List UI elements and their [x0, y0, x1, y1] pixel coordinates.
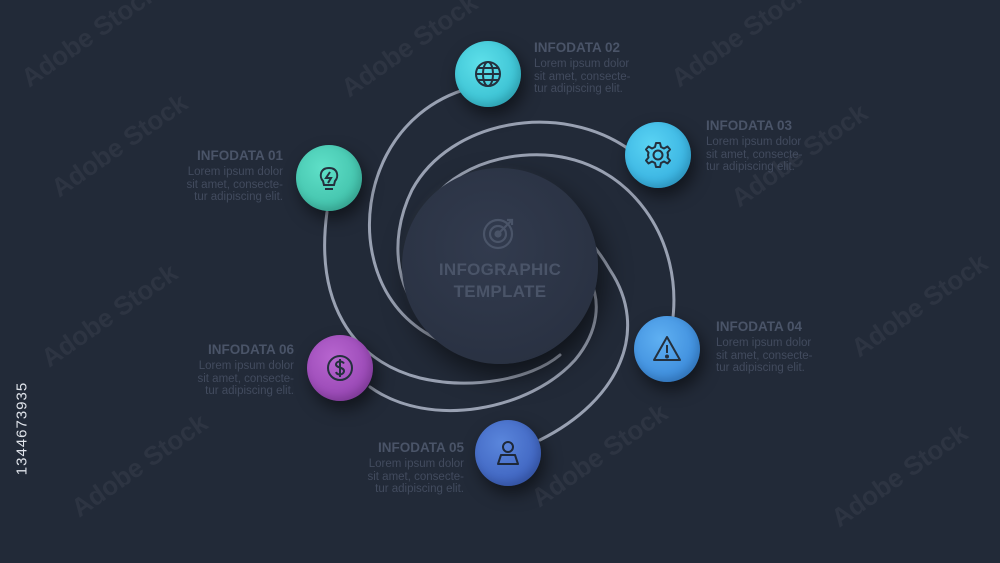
- label-desc-2: sit amet, consecte-: [186, 178, 283, 191]
- node-02: [455, 41, 521, 107]
- label-desc-3: tur adipiscing elit.: [534, 83, 623, 95]
- dollar-icon: [327, 355, 353, 381]
- label-desc-1: Lorem ipsum dolor: [198, 360, 294, 372]
- warning-icon: [653, 336, 681, 361]
- arm-06: [368, 278, 598, 413]
- label-desc-1: Lorem ipsum dolor: [716, 337, 812, 349]
- node-03: [625, 122, 691, 188]
- label-desc-3: tur adipiscing elit.: [375, 483, 464, 495]
- node-04: [634, 316, 700, 382]
- gear-icon: [645, 142, 671, 168]
- label-desc-1: Lorem ipsum dolor: [534, 58, 630, 70]
- label-05: INFODATA 05 Lorem ipsum dolor sit amet, …: [324, 440, 464, 496]
- label-desc-2: sit amet, consecte-: [716, 349, 813, 362]
- label-03: INFODATA 03 Lorem ipsum dolor sit amet, …: [706, 118, 846, 174]
- lightbulb-icon: [319, 166, 339, 190]
- target-icon: [482, 218, 514, 250]
- label-title: INFODATA 04: [716, 319, 803, 334]
- label-title: INFODATA 06: [207, 342, 294, 357]
- label-desc-1: Lorem ipsum dolor: [187, 166, 283, 178]
- node-05: [475, 420, 541, 486]
- label-desc-1: Lorem ipsum dolor: [368, 458, 464, 470]
- node-01: [296, 145, 362, 211]
- label-desc-3: tur adipiscing elit.: [205, 385, 294, 397]
- hub-title-line2: TEMPLATE: [453, 282, 547, 301]
- label-title: INFODATA 02: [534, 40, 621, 55]
- label-desc-2: sit amet, consecte-: [534, 70, 631, 83]
- label-desc-3: tur adipiscing elit.: [706, 161, 795, 173]
- hub-title-line1: INFOGRAPHIC: [438, 260, 562, 279]
- label-desc-2: sit amet, consecte-: [706, 148, 803, 161]
- label-02: INFODATA 02 Lorem ipsum dolor sit amet, …: [534, 40, 674, 96]
- globe-icon: [475, 61, 501, 87]
- label-06: INFODATA 06 Lorem ipsum dolor sit amet, …: [154, 342, 294, 398]
- label-title: INFODATA 05: [377, 440, 464, 455]
- node-06: [307, 335, 373, 401]
- label-title: INFODATA 03: [706, 118, 793, 133]
- label-title: INFODATA 01: [196, 148, 283, 163]
- label-desc-3: tur adipiscing elit.: [194, 191, 283, 203]
- user-icon: [497, 441, 519, 465]
- arm-01: [323, 210, 562, 385]
- central-hub: INFOGRAPHIC TEMPLATE: [402, 168, 598, 364]
- label-desc-1: Lorem ipsum dolor: [706, 136, 802, 148]
- label-01: INFODATA 01 Lorem ipsum dolor sit amet, …: [150, 148, 283, 204]
- label-desc-3: tur adipiscing elit.: [716, 362, 805, 374]
- label-desc-2: sit amet, consecte-: [197, 372, 294, 385]
- label-04: INFODATA 04 Lorem ipsum dolor sit amet, …: [716, 319, 856, 375]
- label-desc-2: sit amet, consecte-: [367, 470, 464, 483]
